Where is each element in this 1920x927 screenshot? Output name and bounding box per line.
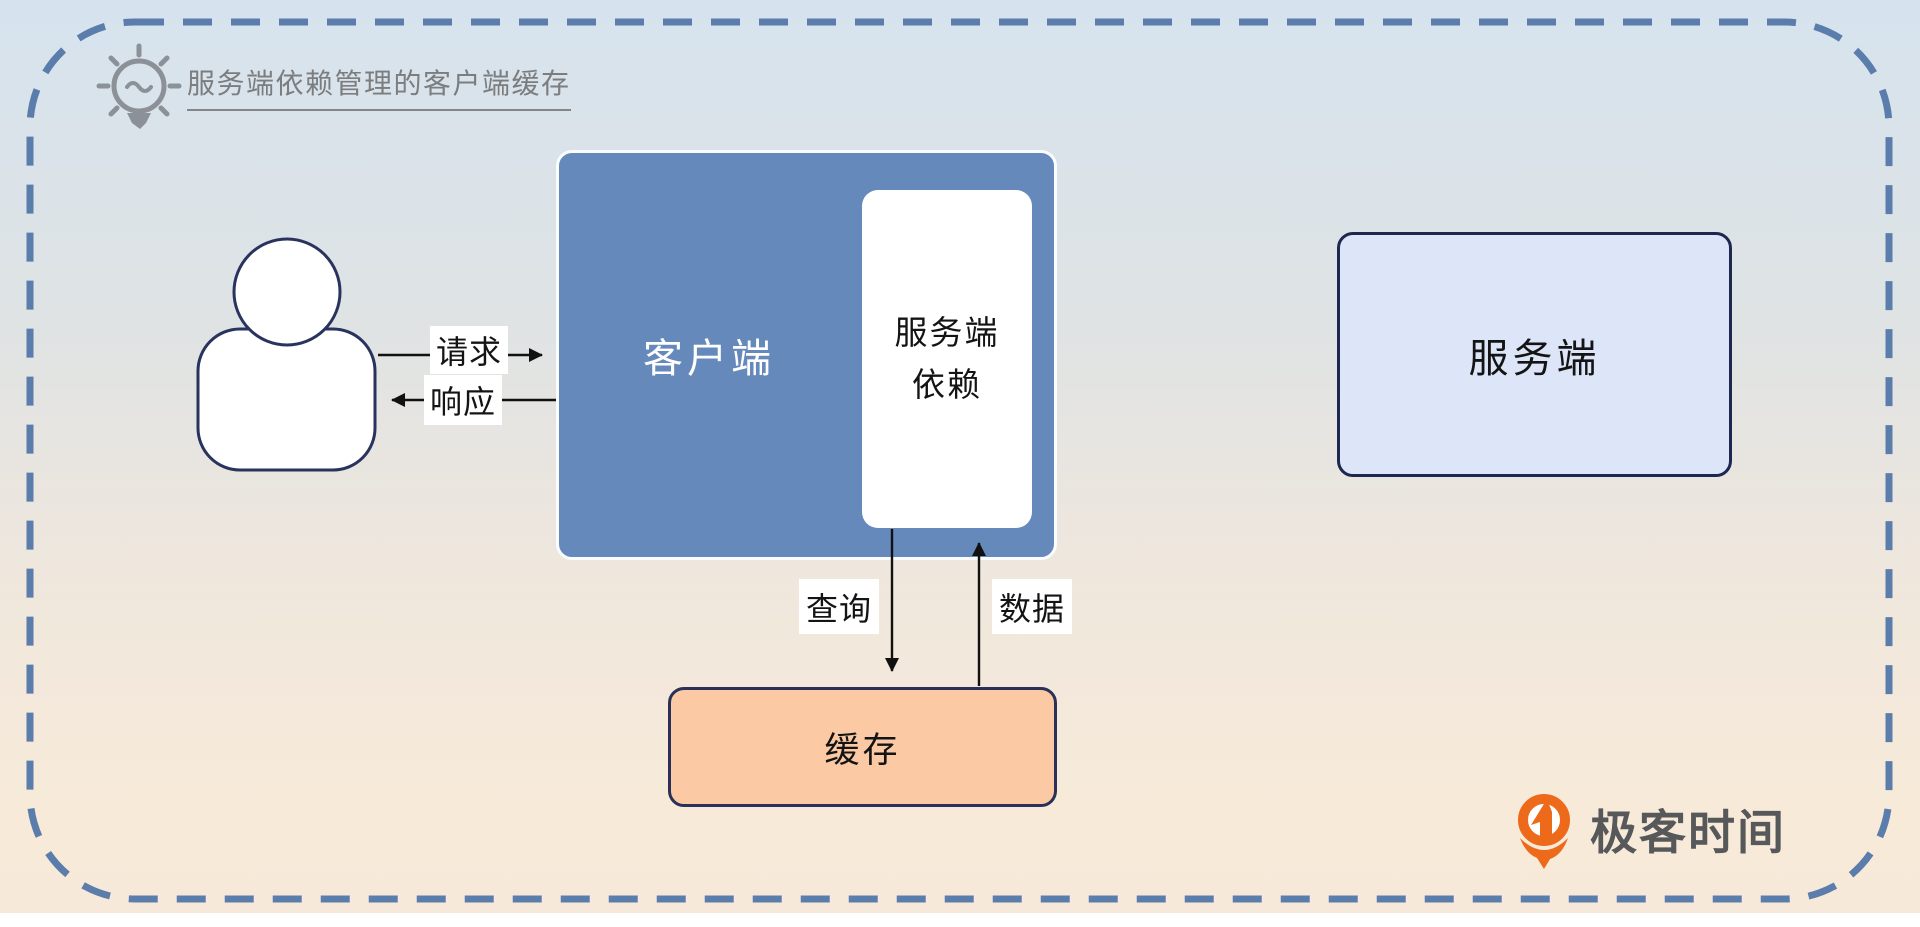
server-dependency-label-line2: 依赖	[912, 366, 982, 403]
server-node: 服务端	[1337, 232, 1732, 477]
geektime-logo-text: 极客时间	[1590, 805, 1786, 859]
cache-label: 缓存	[824, 730, 901, 770]
response-label: 响应	[424, 375, 502, 425]
diagram-title: 服务端依赖管理的客户端缓存	[187, 62, 571, 111]
lightbulb-icon	[96, 43, 182, 129]
server-label: 服务端	[1468, 336, 1601, 381]
person-icon	[196, 237, 377, 472]
client-label-zone: 客户端	[556, 150, 862, 560]
geektime-logo-icon	[1518, 794, 1570, 869]
query-label: 查询	[799, 579, 879, 634]
request-label: 请求	[430, 326, 508, 374]
server-dependency-node: 服务端 依赖	[862, 190, 1032, 528]
client-label: 客户端	[643, 337, 775, 381]
data-label: 数据	[992, 579, 1072, 634]
server-dependency-label-line1: 服务端	[894, 314, 1000, 351]
cache-node: 缓存	[668, 687, 1057, 807]
bottom-white-strip	[0, 913, 1920, 927]
diagram-frame-border	[26, 18, 1893, 903]
geektime-logo-icon-space	[1512, 790, 1576, 870]
geektime-logo: 极客时间	[1512, 790, 1786, 870]
header: 服务端依赖管理的客户端缓存	[187, 62, 571, 111]
